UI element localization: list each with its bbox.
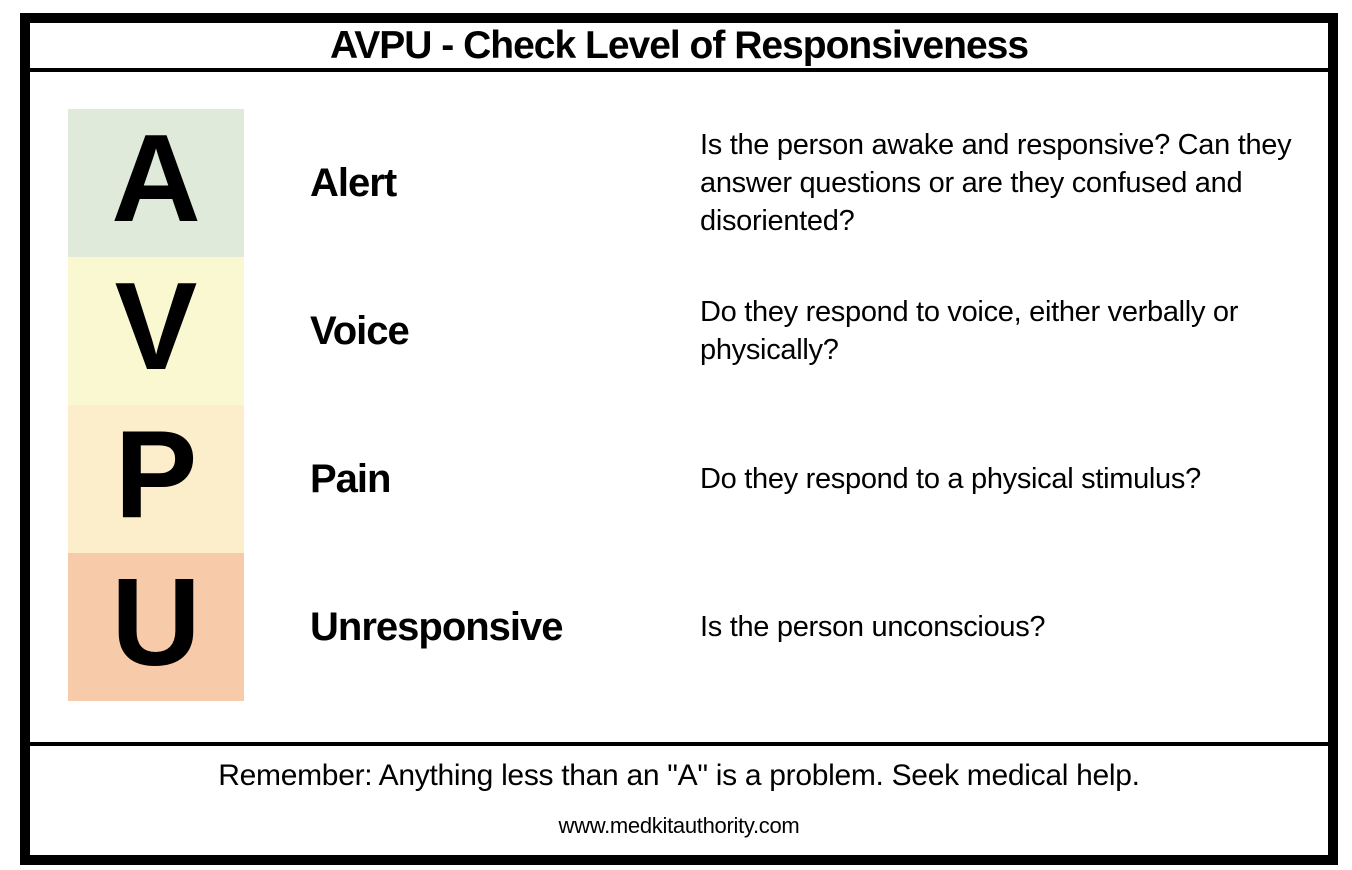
letter-box-a: A — [68, 109, 244, 257]
poster-frame: AVPU - Check Level of Responsiveness A A… — [20, 13, 1338, 865]
label-alert: Alert — [310, 160, 397, 205]
description-pain: Do they respond to a physical stimulus? — [700, 463, 1201, 495]
description-voice: Do they respond to voice, either verball… — [700, 296, 1239, 366]
title-bar: AVPU - Check Level of Responsiveness — [30, 23, 1328, 72]
page-title: AVPU - Check Level of Responsiveness — [329, 23, 1029, 67]
row-unresponsive: U Unresponsive Is the person unconscious… — [68, 553, 1318, 701]
letter-u: U — [111, 554, 201, 692]
row-alert: A Alert Is the person awake and responsi… — [68, 109, 1318, 257]
letter-p: P — [114, 406, 198, 544]
row-pain: P Pain Do they respond to a physical sti… — [68, 405, 1318, 553]
label-unresponsive: Unresponsive — [310, 604, 564, 649]
row-voice: V Voice Do they respond to voice, either… — [68, 257, 1318, 405]
footer: Remember: Anything less than an "A" is a… — [30, 742, 1328, 855]
website-url: www.medkitauthority.com — [558, 813, 800, 838]
label-voice: Voice — [310, 308, 410, 353]
description-alert: Is the person awake and responsive? Can … — [700, 129, 1292, 237]
letter-a: A — [111, 110, 201, 248]
avpu-rows: A Alert Is the person awake and responsi… — [30, 72, 1328, 742]
letter-box-u: U — [68, 553, 244, 701]
reminder-text: Remember: Anything less than an "A" is a… — [218, 759, 1140, 792]
letter-box-p: P — [68, 405, 244, 553]
label-pain: Pain — [310, 456, 391, 501]
letter-box-v: V — [68, 257, 244, 405]
description-unresponsive: Is the person unconscious? — [700, 611, 1046, 643]
letter-v: V — [114, 258, 198, 396]
